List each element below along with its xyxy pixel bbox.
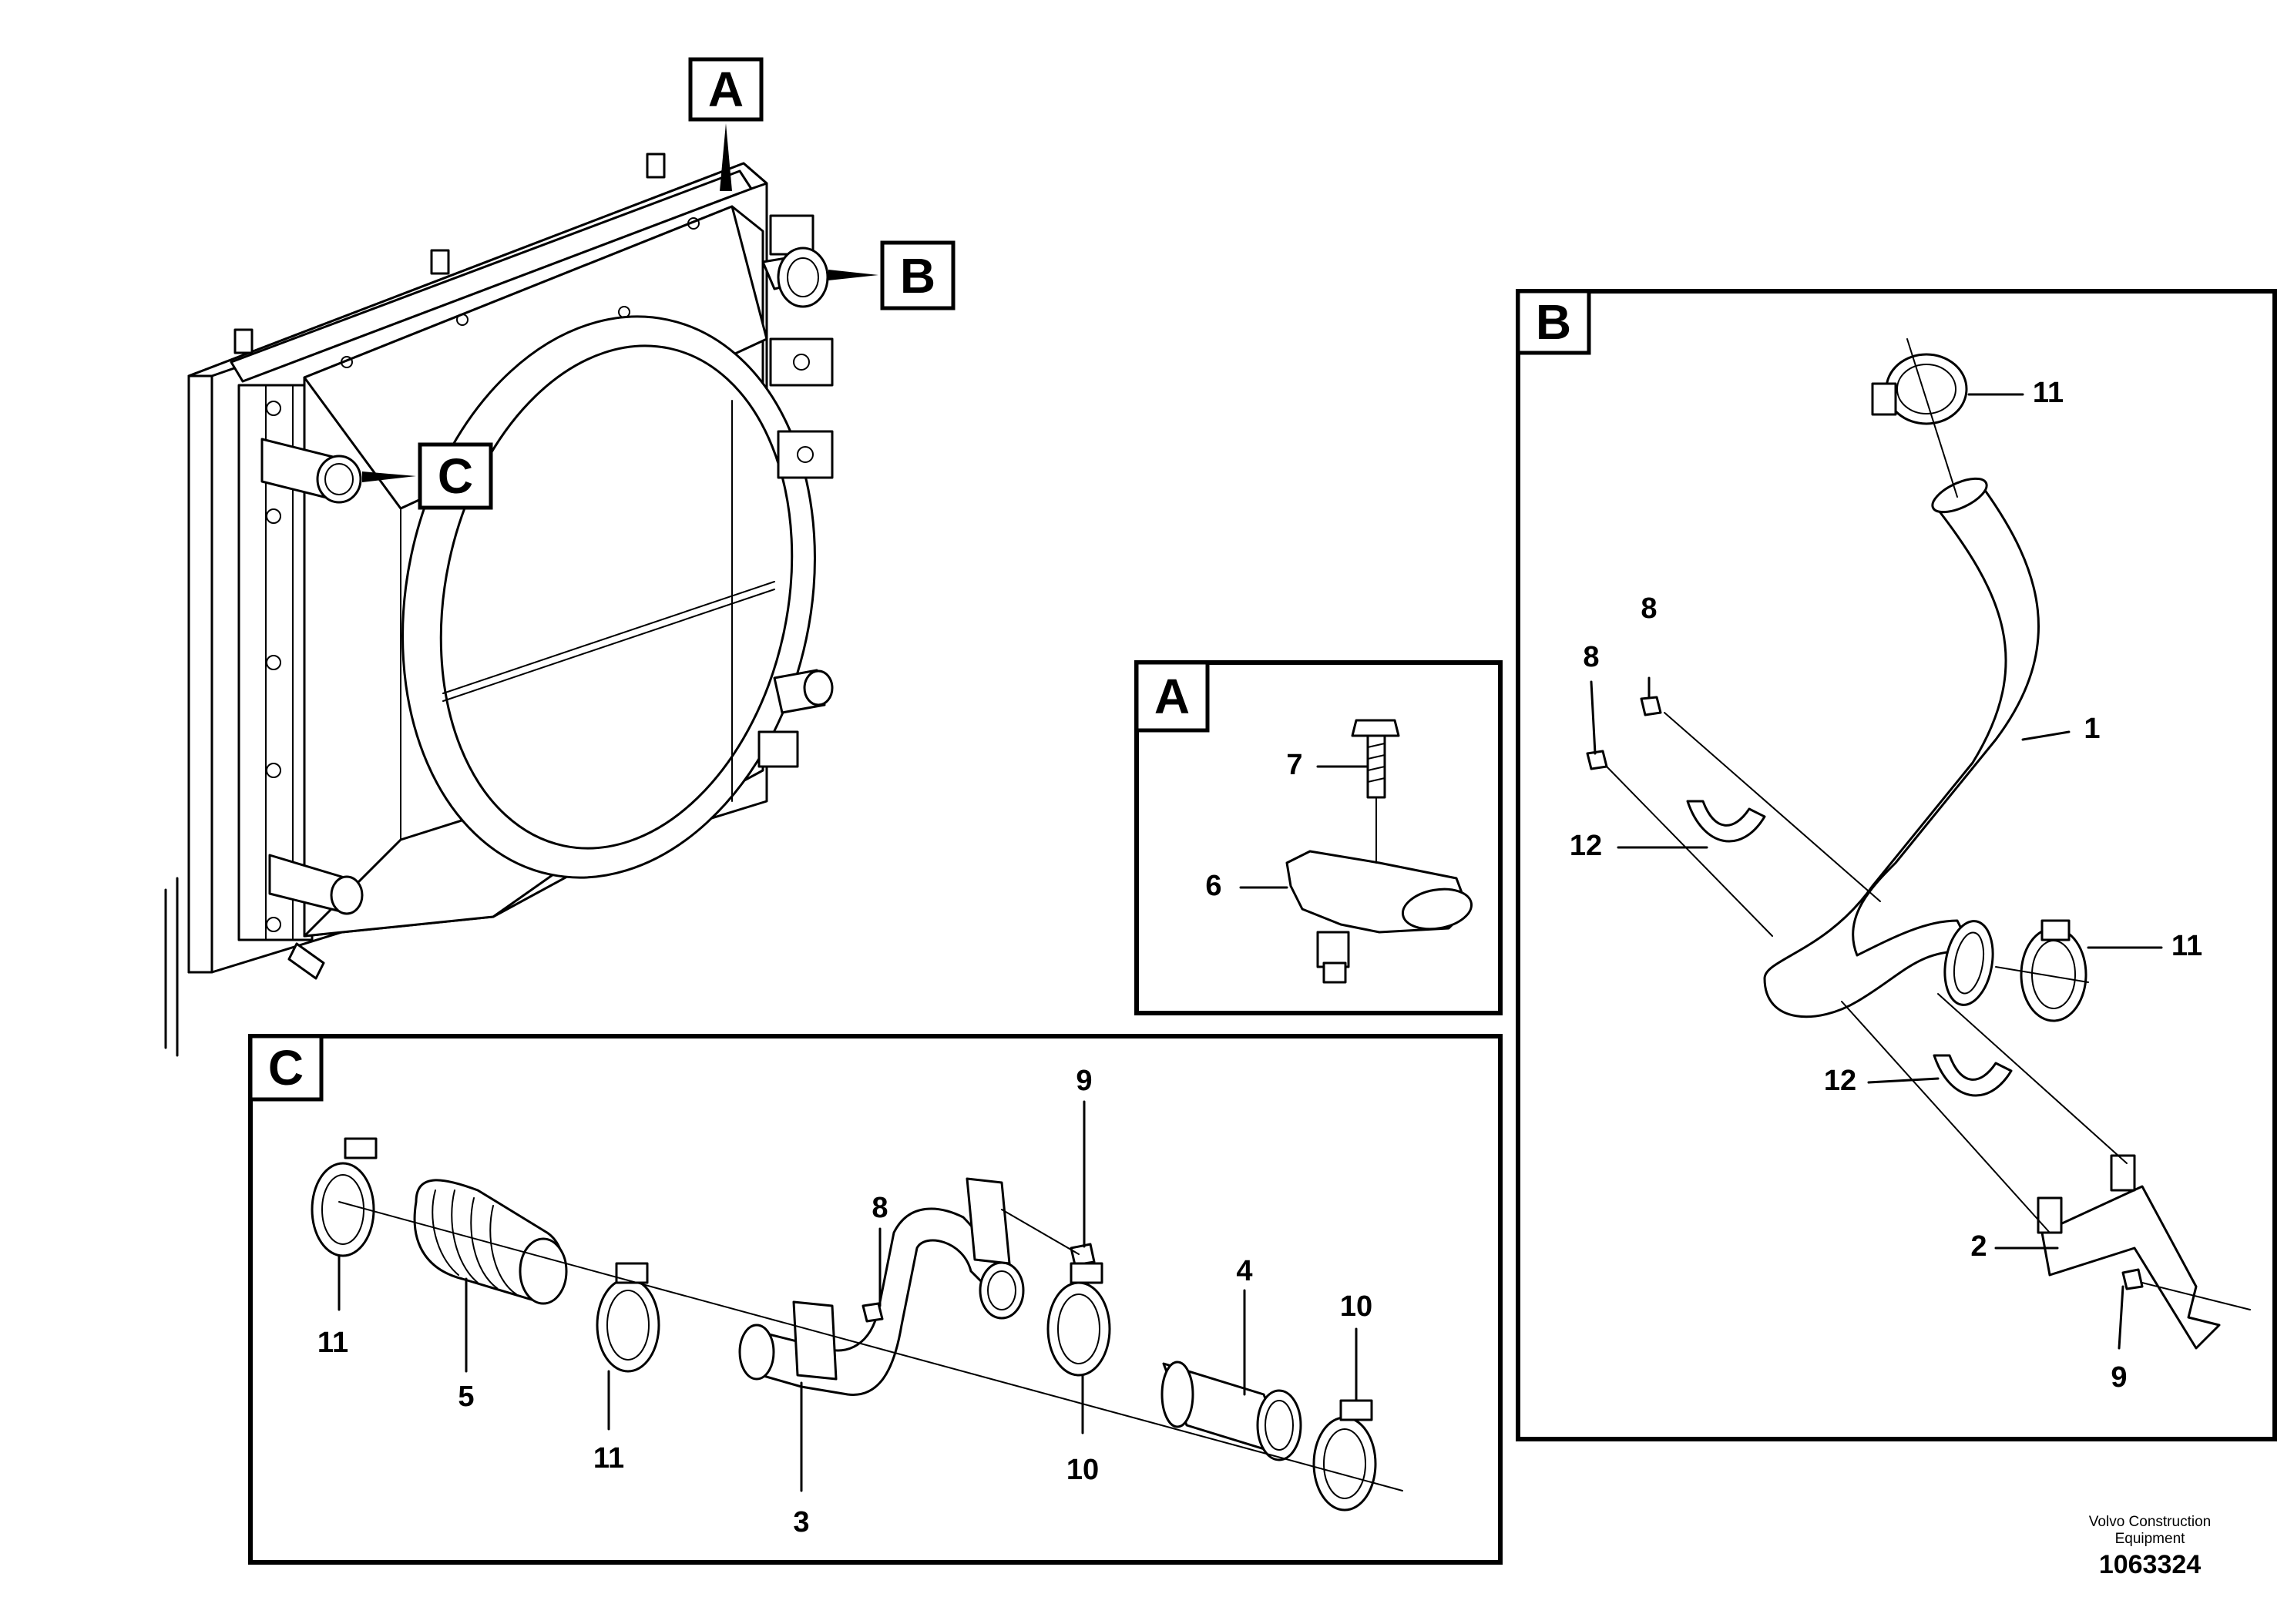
callout-b-8-right: 8 (1641, 592, 1657, 625)
footer-drawing-number: 1063324 (2098, 1550, 2202, 1579)
detail-b-label: B (1536, 294, 1571, 350)
detail-a-label: A (1154, 669, 1190, 724)
detail-view-c: C (248, 1034, 1503, 1565)
callout-b-12-upper: 12 (1570, 830, 1602, 862)
callout-c-5: 5 (458, 1381, 474, 1413)
view-tag-c: C (362, 442, 493, 510)
callout-b-11-right: 11 (2171, 930, 2202, 962)
callout-b-1: 1 (2084, 713, 2100, 745)
footer: Volvo Construction Equipment 1063324 (2065, 1514, 2235, 1582)
footer-company-line2: Equipment (2114, 1531, 2185, 1547)
callout-b-12-lower: 12 (1824, 1065, 1856, 1097)
footer-company-line1: Volvo Construction (2088, 1514, 2212, 1530)
callout-c-8: 8 (872, 1192, 888, 1224)
detail-c-label: C (268, 1040, 304, 1096)
callout-b-8-left: 8 (1583, 641, 1599, 673)
callout-c-11-left: 11 (317, 1327, 348, 1359)
callout-b-2: 2 (1970, 1230, 1987, 1263)
callout-c-11-mid: 11 (593, 1442, 624, 1475)
callout-c-10-right: 10 (1340, 1290, 1372, 1323)
callout-b-9: 9 (2111, 1361, 2127, 1394)
callout-c-3: 3 (793, 1506, 809, 1538)
detail-view-b: B (1516, 289, 2277, 1441)
callout-b-11-top: 11 (2033, 377, 2064, 409)
callout-leaders (338, 393, 2163, 1492)
view-tag-b-letter: B (900, 248, 935, 304)
view-tag-a-letter: A (708, 62, 744, 117)
callout-a-7: 7 (1286, 749, 1302, 781)
radiator-assembly (164, 153, 834, 1057)
view-tag-c-letter: C (438, 448, 473, 504)
view-tag-b: B (828, 240, 956, 310)
callout-c-9: 9 (1076, 1065, 1092, 1097)
callout-c-4: 4 (1236, 1255, 1252, 1287)
callout-numbers: 11 1 8 8 12 11 12 2 9 7 6 9 8 4 10 11 5 … (317, 377, 2202, 1538)
detail-view-a: A (1134, 660, 1503, 1015)
callout-c-10-mid: 10 (1066, 1454, 1099, 1486)
callout-a-6: 6 (1205, 870, 1221, 902)
view-tag-a: A (688, 57, 764, 191)
